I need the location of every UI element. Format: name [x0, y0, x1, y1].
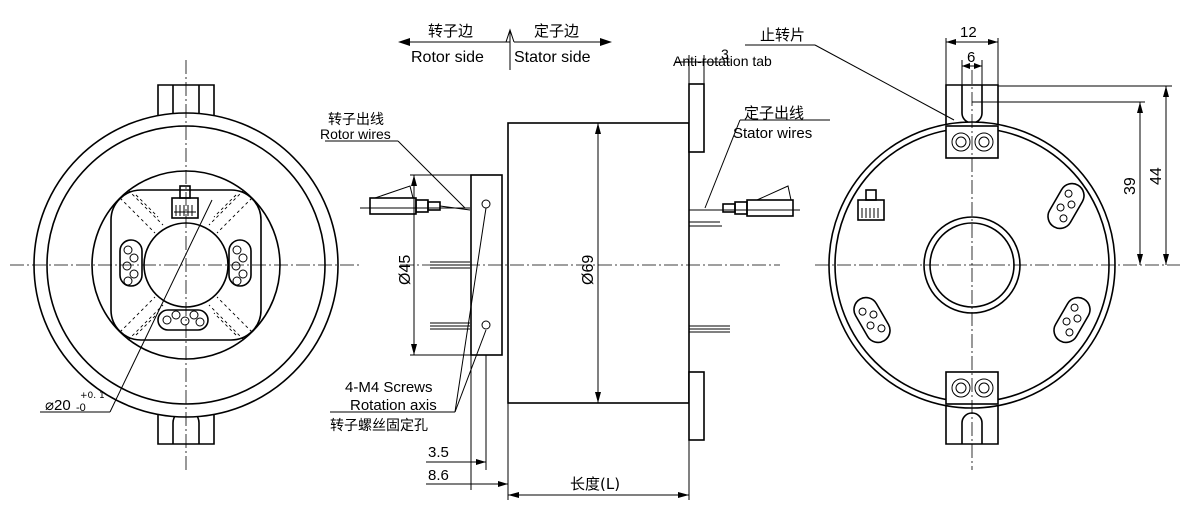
stator-wires-cn: 定子出线: [744, 104, 804, 122]
dim-8-6: 8.6: [428, 467, 449, 484]
length-label: 长度(L): [570, 475, 620, 493]
tab-thickness-dim: 3: [721, 46, 729, 62]
anti-rotation-cn: 止转片: [760, 26, 805, 44]
anti-rotation-en: Anti-rotation tab: [673, 53, 772, 69]
bore-tolerance-lower: -0: [76, 402, 86, 414]
rotor-wires-en: Rotor wires: [320, 126, 391, 142]
dim-3-5: 3.5: [428, 444, 449, 461]
height-39-label: 39: [1122, 177, 1139, 195]
stator-end-view: [745, 38, 1180, 470]
stator-side-en: Stator side: [514, 49, 591, 66]
rotor-wires-cn: 转子出线: [328, 112, 384, 128]
rotor-side-en: Rotor side: [411, 49, 484, 66]
diameter-45-label: Ø45: [397, 255, 414, 285]
screws-en: 4-M4 Screws: [345, 379, 433, 396]
rotor-side-cn: 转子边: [428, 22, 473, 40]
height-44-label: 44: [1148, 167, 1165, 185]
rotor-end-view: [10, 60, 362, 470]
rotation-axis-en: Rotation axis: [350, 397, 437, 414]
stator-wires-en: Stator wires: [733, 125, 812, 142]
diameter-69-label: Ø69: [580, 255, 597, 285]
screws-cn: 转子螺丝固定孔: [330, 418, 428, 434]
slot-width-dim: 6: [967, 49, 975, 66]
tab-width-dim: 12: [960, 24, 977, 41]
side-elevation-view: [325, 28, 830, 500]
bore-tolerance-upper: +0. 1: [80, 391, 105, 401]
stator-side-cn: 定子边: [534, 22, 579, 40]
bore-diameter-label: ⌀20: [45, 397, 71, 414]
